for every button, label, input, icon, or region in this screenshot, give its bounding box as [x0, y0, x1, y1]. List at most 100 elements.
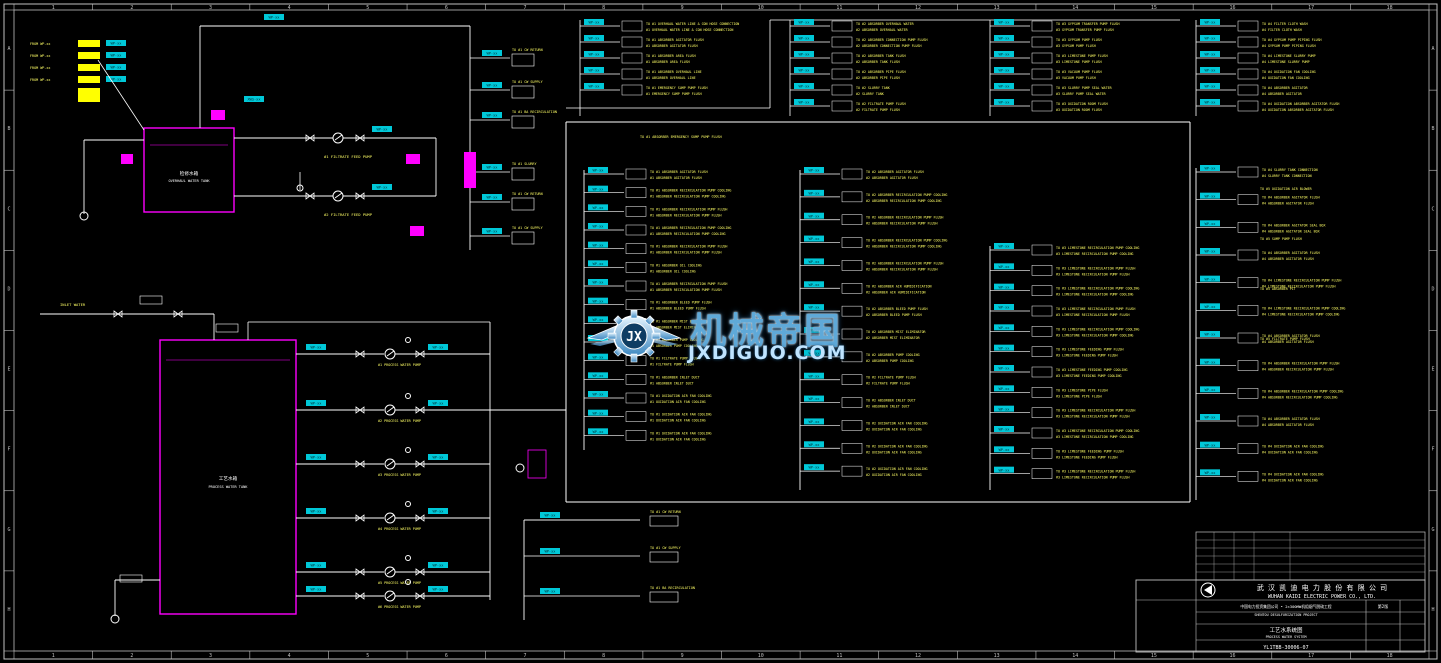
group-label: TO #2 OXIDATION AIR FAN COOLING [866, 467, 928, 471]
group-label: TO #4 ABSORBER RECIRCULATION PUMP COOLIN… [1262, 389, 1343, 393]
pipe-tag-label: WP-xx [809, 443, 821, 447]
branch-label: TO #1 CW RETURN [512, 192, 543, 196]
grid-number: 1 [52, 5, 55, 11]
drawing-number: YL1TBB-30006-07 [1263, 645, 1308, 651]
group-label: #4 OXIDATION AIR FAN COOLING [1262, 478, 1318, 482]
group-label: TO #4 ABSORBER AGITATOR SEAL BOX [1262, 223, 1326, 227]
group-tag [994, 304, 1014, 310]
gauge-icon [405, 447, 411, 453]
group-label: TO #4 LIMESTONE RECIRCULATION PUMP COOLI… [1262, 306, 1345, 310]
strainer [464, 152, 476, 188]
group-tag [588, 279, 608, 285]
group-label: TO #4 LIMESTONE RECIRCULATION PUMP FLUSH [1262, 279, 1341, 283]
discharge-tag [428, 344, 448, 350]
group-label: TO #5 FILTRATE PUMP FLUSH [1260, 337, 1310, 341]
grid-number: 13 [994, 653, 1000, 659]
group-label: #1 ABSORBER OVERHAUL LINE [646, 76, 696, 80]
pipe-tag-label: WP-xx [809, 191, 821, 195]
valve-body-icon [415, 406, 425, 414]
pump-label: #5 PROCESS WATER PUMP [378, 581, 421, 585]
group-tag [1200, 19, 1220, 25]
branch-label: TO #1 CW RETURN [512, 48, 543, 52]
group-label: #2 ABSORBER BLEED PUMP FLUSH [866, 313, 922, 317]
group-label: TO #4 ABSORBER AGITATOR FLUSH [1262, 417, 1320, 421]
drawing-title-en: PROCESS WATER SYSTEM [1266, 635, 1307, 639]
group-tag [588, 204, 608, 211]
branch-box [511, 85, 535, 99]
grid-number: 3 [209, 5, 212, 11]
suction-tag [306, 400, 326, 406]
pipe-tag-label: WP-xx [999, 306, 1011, 310]
suction-tag [306, 586, 326, 592]
branch-tag [482, 228, 502, 234]
gauge-icon [405, 393, 411, 399]
group-label: #3 LIMESTONE RECIRCULATION PUMP COOLING [1056, 293, 1133, 297]
group-label: TO #4 SLURRY TANK CONNECTION [1262, 168, 1318, 172]
pipe-tag-label: WP-xx [311, 510, 323, 514]
branch-box [511, 115, 535, 129]
pipe-tag-label: WP-xx [593, 299, 605, 303]
process-water-pump-5 [384, 566, 396, 578]
group-tag [994, 35, 1014, 41]
branch-lines: WP-xx TO #1 CW RETURN WP-xx TO #1 CW SUPPLY… [406, 19, 1345, 620]
suction-valve-icon [355, 568, 365, 576]
group-label: TO #1 ABSORBER BLEED PUMP FLUSH [650, 301, 712, 305]
group-tag [588, 409, 608, 416]
group-tag [794, 35, 814, 41]
branch-label: TO #1 CW RETURN [650, 510, 681, 514]
grid-letter: D [7, 286, 10, 292]
group-tag [588, 316, 608, 323]
branch-label: TO #1 CW SUPPLY [512, 80, 543, 84]
group-label: #3 LIMESTONE RECIRCULATION PUMP FLUSH [1056, 476, 1129, 480]
drawing-frame: 1122334455667788991010111112121313141415… [3, 3, 1438, 660]
instrument-box [406, 154, 420, 164]
watermark-subtitle: JXDIGUO.COM [688, 342, 847, 364]
flow-meter [139, 295, 163, 305]
grid-number: 11 [836, 653, 842, 659]
group-label: TO #4 ABSORBER AGITATOR [1262, 86, 1308, 90]
group-box [625, 224, 647, 236]
valve-body-icon [415, 592, 425, 600]
group-label: #3 LIMESTONE RECIRCULATION PUMP COOLING [1056, 252, 1133, 256]
group-box [1237, 68, 1259, 80]
group-tag [1200, 35, 1220, 41]
grid-letter: B [1431, 126, 1434, 132]
grid-number: 13 [994, 5, 1000, 11]
accumulator [527, 449, 547, 479]
group-tag [804, 212, 824, 219]
tank-label-en: OVERHAUL WATER TANK [168, 179, 210, 183]
grid-number: 8 [602, 5, 605, 11]
group-label: TO #2 ABSORBER PIPE FLUSH [856, 70, 906, 74]
group-label: #3 LIMESTONE RECIRCULATION PUMP COOLING [1056, 333, 1133, 337]
phase-label: 第2版 [1378, 603, 1388, 609]
group-tag [804, 349, 824, 356]
group-tag [804, 418, 824, 425]
process-water-pump-6 [384, 590, 396, 602]
grid-number: 6 [445, 5, 448, 11]
group-label: #1 EMERGENCY SUMP PUMP FLUSH [646, 92, 702, 96]
pipe-tag-label: WP-xx [999, 245, 1011, 249]
group-box [621, 68, 643, 80]
grid-number: 14 [1072, 653, 1078, 659]
grid-number: 18 [1387, 5, 1393, 11]
discharge-valve-icon [415, 592, 425, 600]
group-label: #1 OVERHAUL WATER LINE & CON HOSE CONNEC… [646, 28, 733, 32]
pipe-tag-label: WP-xx [999, 21, 1011, 25]
group-label: TO #4 LIMESTONE SLURRY PUMP [1262, 54, 1316, 58]
group-box [841, 374, 863, 385]
group-box [841, 351, 863, 363]
group-tag [584, 19, 604, 25]
pipe-tag-label: WP-xx [593, 318, 605, 322]
gauge-icon [405, 579, 411, 585]
grid-letter: D [1431, 286, 1434, 292]
group-label: #4 GYPSUM PUMP PIPING FLUSH [1262, 44, 1316, 48]
group-label: #3 OXIDATION ROOM FLUSH [1056, 108, 1102, 112]
group-box [1237, 443, 1259, 454]
group-label: #1 ABSORBER AGITATOR FLUSH [650, 176, 702, 180]
grid-letter: F [7, 447, 10, 453]
group-label: #3 LIMESTONE RECIRCULATION PUMP FLUSH [1056, 313, 1129, 317]
grid-number: 5 [366, 5, 369, 11]
group-label: TO #1 ABSORBER OVERHAUL LINE [646, 70, 702, 74]
